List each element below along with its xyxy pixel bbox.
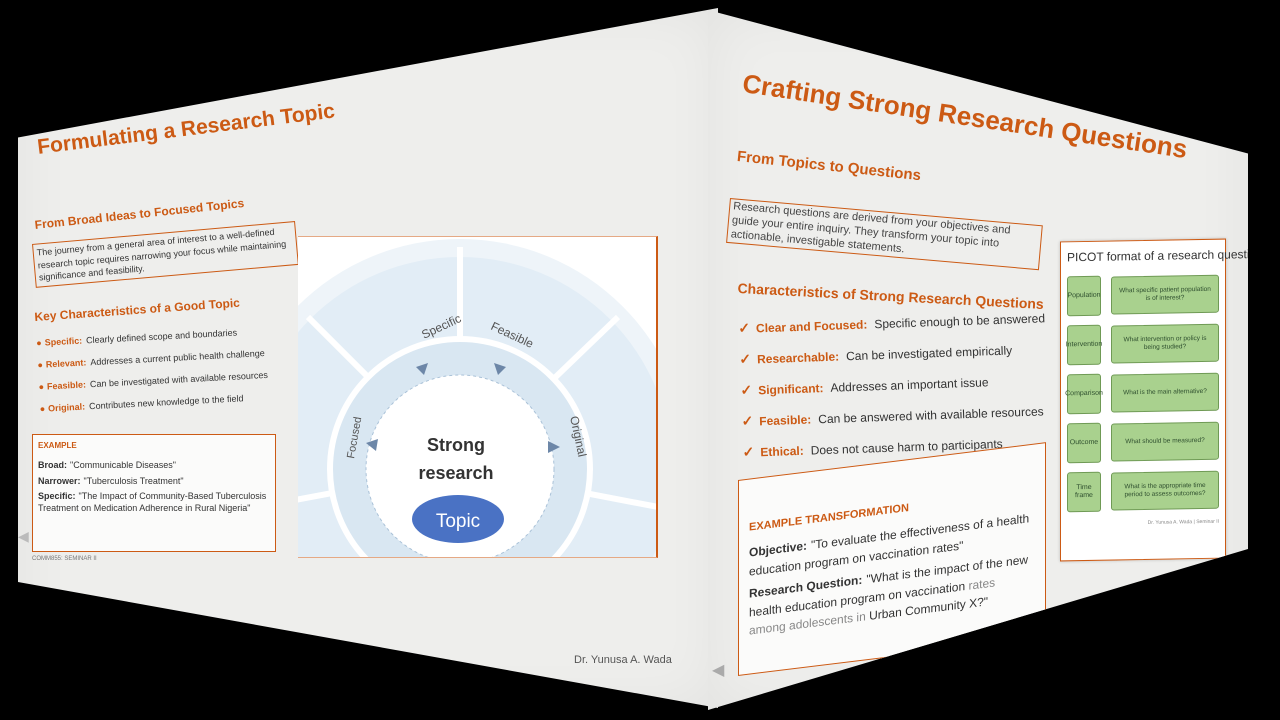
picot-key: Population [1067,275,1101,317]
characteristic-desc: Clearly defined scope and boundaries [85,327,238,346]
dashed-orbit [365,374,555,557]
example-row: Narrower:"Tuberculosis Treatment" [38,476,270,488]
right-slide-subtitle: From Topics to Questions [736,148,922,185]
characteristic-term: Clear and Focused: [755,317,868,336]
list-item: ●Relevant:Addresses a current public hea… [37,348,267,370]
characteristic-term: Ethical: [760,443,804,460]
picot-question: What should be measured? [1111,421,1219,462]
characteristic-desc: Addresses an important issue [830,375,989,395]
topic-wheel-graphic: Specific Feasible Focused Original Stron… [298,239,656,557]
example-value: "The Impact of Community-Based Tuberculo… [38,491,267,514]
example-key: Broad: [38,460,67,470]
key-characteristics-title: Key Characteristics of a Good Topic [34,295,241,324]
arrow-marker [366,439,378,451]
characteristic-desc: Specific enough to be answered [874,311,1046,332]
left-slide-author: Dr. Yunusa A. Wada [574,654,672,666]
check-icon: ✓ [739,350,752,367]
check-icon: ✓ [741,412,754,429]
characteristic-term: Original: [47,401,86,414]
list-item: ✓Researchable: Can be investigated empiri… [739,340,1046,368]
question-characteristics-title: Characteristics of Strong Research Quest… [737,280,1045,313]
characteristic-desc: Can be answered with available resources [818,404,1044,427]
list-item: ✓Significant: Addresses an important issu… [740,371,1047,399]
right-slide-intro: Research questions are derived from your… [726,198,1043,271]
right-slide: Crafting Strong Research Questions From … [708,10,1248,710]
characteristic-desc: Can be investigated empirically [845,343,1013,364]
picot-key: Comparison [1065,373,1103,415]
characteristic-term: Specific: [44,335,83,348]
characteristic-term: Significant: [757,381,824,398]
picot-question: What is the appropriate time period to a… [1111,470,1219,511]
picot-question: What intervention or policy is being stu… [1111,323,1219,364]
center-text-research: research [418,463,493,483]
characteristic-term: Feasible: [46,379,87,392]
example-label: EXAMPLE [38,441,77,450]
topic-characteristics-list: ●Specific:Clearly defined scope and boun… [36,326,270,426]
left-slide-title: Formulating a Research Topic [36,99,337,159]
example-value: "Communicable Diseases" [70,460,176,470]
example-row: Specific:"The Impact of Community-Based … [38,491,270,514]
list-item: ●Specific:Clearly defined scope and boun… [36,326,266,348]
picot-key: Time frame [1067,471,1101,513]
bullet-icon: ● [37,359,44,370]
check-icon: ✓ [738,319,751,336]
example-value: "Tuberculosis Treatment" [83,475,184,486]
list-item: ✓Clear and Focused: Specific enough to be… [738,309,1045,337]
topic-pill-text: Topic [436,511,480,532]
picot-row: Time frame What is the appropriate time p… [1067,470,1219,513]
check-icon: ✓ [740,381,753,398]
picot-question: What specific patient population is of i… [1111,274,1219,315]
strong-research-topic-diagram: Specific Feasible Focused Original Stron… [298,236,658,558]
example-key: Narrower: [38,475,81,486]
arrow-marker [494,363,506,375]
bullet-icon: ● [38,381,45,392]
characteristic-desc: Can be investigated with available resou… [89,369,269,390]
example-row: Broad:"Communicable Diseases" [38,460,270,472]
topic-pill [412,495,504,543]
characteristic-term: Researchable: [756,349,840,367]
characteristic-desc: Addresses a current public health challe… [90,348,265,368]
topic-example-box: EXAMPLE Broad:"Communicable Diseases" Na… [32,434,276,552]
right-slide-title: Crafting Strong Research Questions [740,68,1190,165]
picot-footer: Dr. Yunusa A. Wada | Seminar II [1147,518,1219,526]
check-icon: ✓ [742,443,755,460]
characteristic-term: Feasible: [759,412,812,429]
list-item: ●Feasible:Can be investigated with avail… [38,370,268,392]
left-slide-subtitle: From Broad Ideas to Focused Topics [34,195,245,232]
picot-row: Outcome What should be measured? [1067,421,1219,464]
bullet-icon: ● [36,337,42,348]
picot-question: What is the main alternative? [1111,372,1219,413]
audio-speaker-icon[interactable]: ◀ [18,528,29,544]
list-item: ✓ Feasible: Can be answered with available… [741,402,1048,430]
picot-key: Intervention [1066,324,1102,366]
picot-key: Outcome [1067,422,1101,464]
picot-title: PICOT format of a research question [1067,246,1248,265]
picot-row: Population What specific patient populati… [1067,274,1219,317]
left-slide-footer: COMM855: SEMINAR II [32,556,97,562]
example-transformation-box: EXAMPLE TRANSFORMATION Objective:"To eva… [738,442,1046,676]
left-slide-intro: The journey from a general area of inter… [32,220,299,288]
characteristic-term: Relevant: [45,357,87,370]
left-slide: Formulating a Research Topic From Broad … [18,8,718,708]
list-item: ●Original:Contributes new knowledge to t… [39,392,269,414]
bullet-icon: ● [39,403,46,414]
picot-format-card: PICOT format of a research question Popu… [1060,238,1248,562]
audio-speaker-icon[interactable]: ◀ [712,662,725,679]
center-text-strong: Strong [427,435,485,455]
arrow-marker [548,441,560,453]
example-key: Specific: [38,491,76,502]
objective-key: Objective: [749,538,808,560]
arrow-marker [416,363,428,375]
characteristic-desc: Contributes new knowledge to the field [88,393,244,412]
